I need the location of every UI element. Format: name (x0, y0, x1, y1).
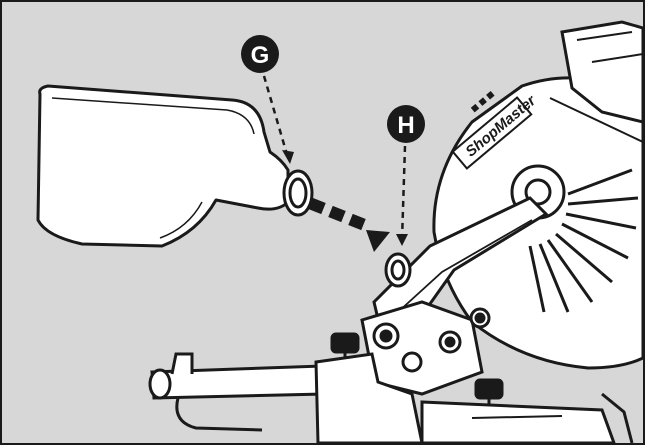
oil-fill-port (384, 252, 412, 288)
pour-direction-arrow (308, 197, 390, 252)
extension-rail (148, 352, 326, 432)
pivot-assembly (360, 300, 491, 396)
callout-g-letter: G (251, 42, 270, 69)
callout-h: H (387, 105, 425, 143)
callout-g-leader (262, 75, 294, 164)
callout-h-leader (396, 145, 408, 246)
callout-h-letter: H (397, 112, 414, 139)
bottle-nozzle (282, 169, 314, 217)
saw-base (314, 352, 634, 443)
oil-bottle (36, 84, 290, 248)
callout-g: G (241, 35, 279, 73)
